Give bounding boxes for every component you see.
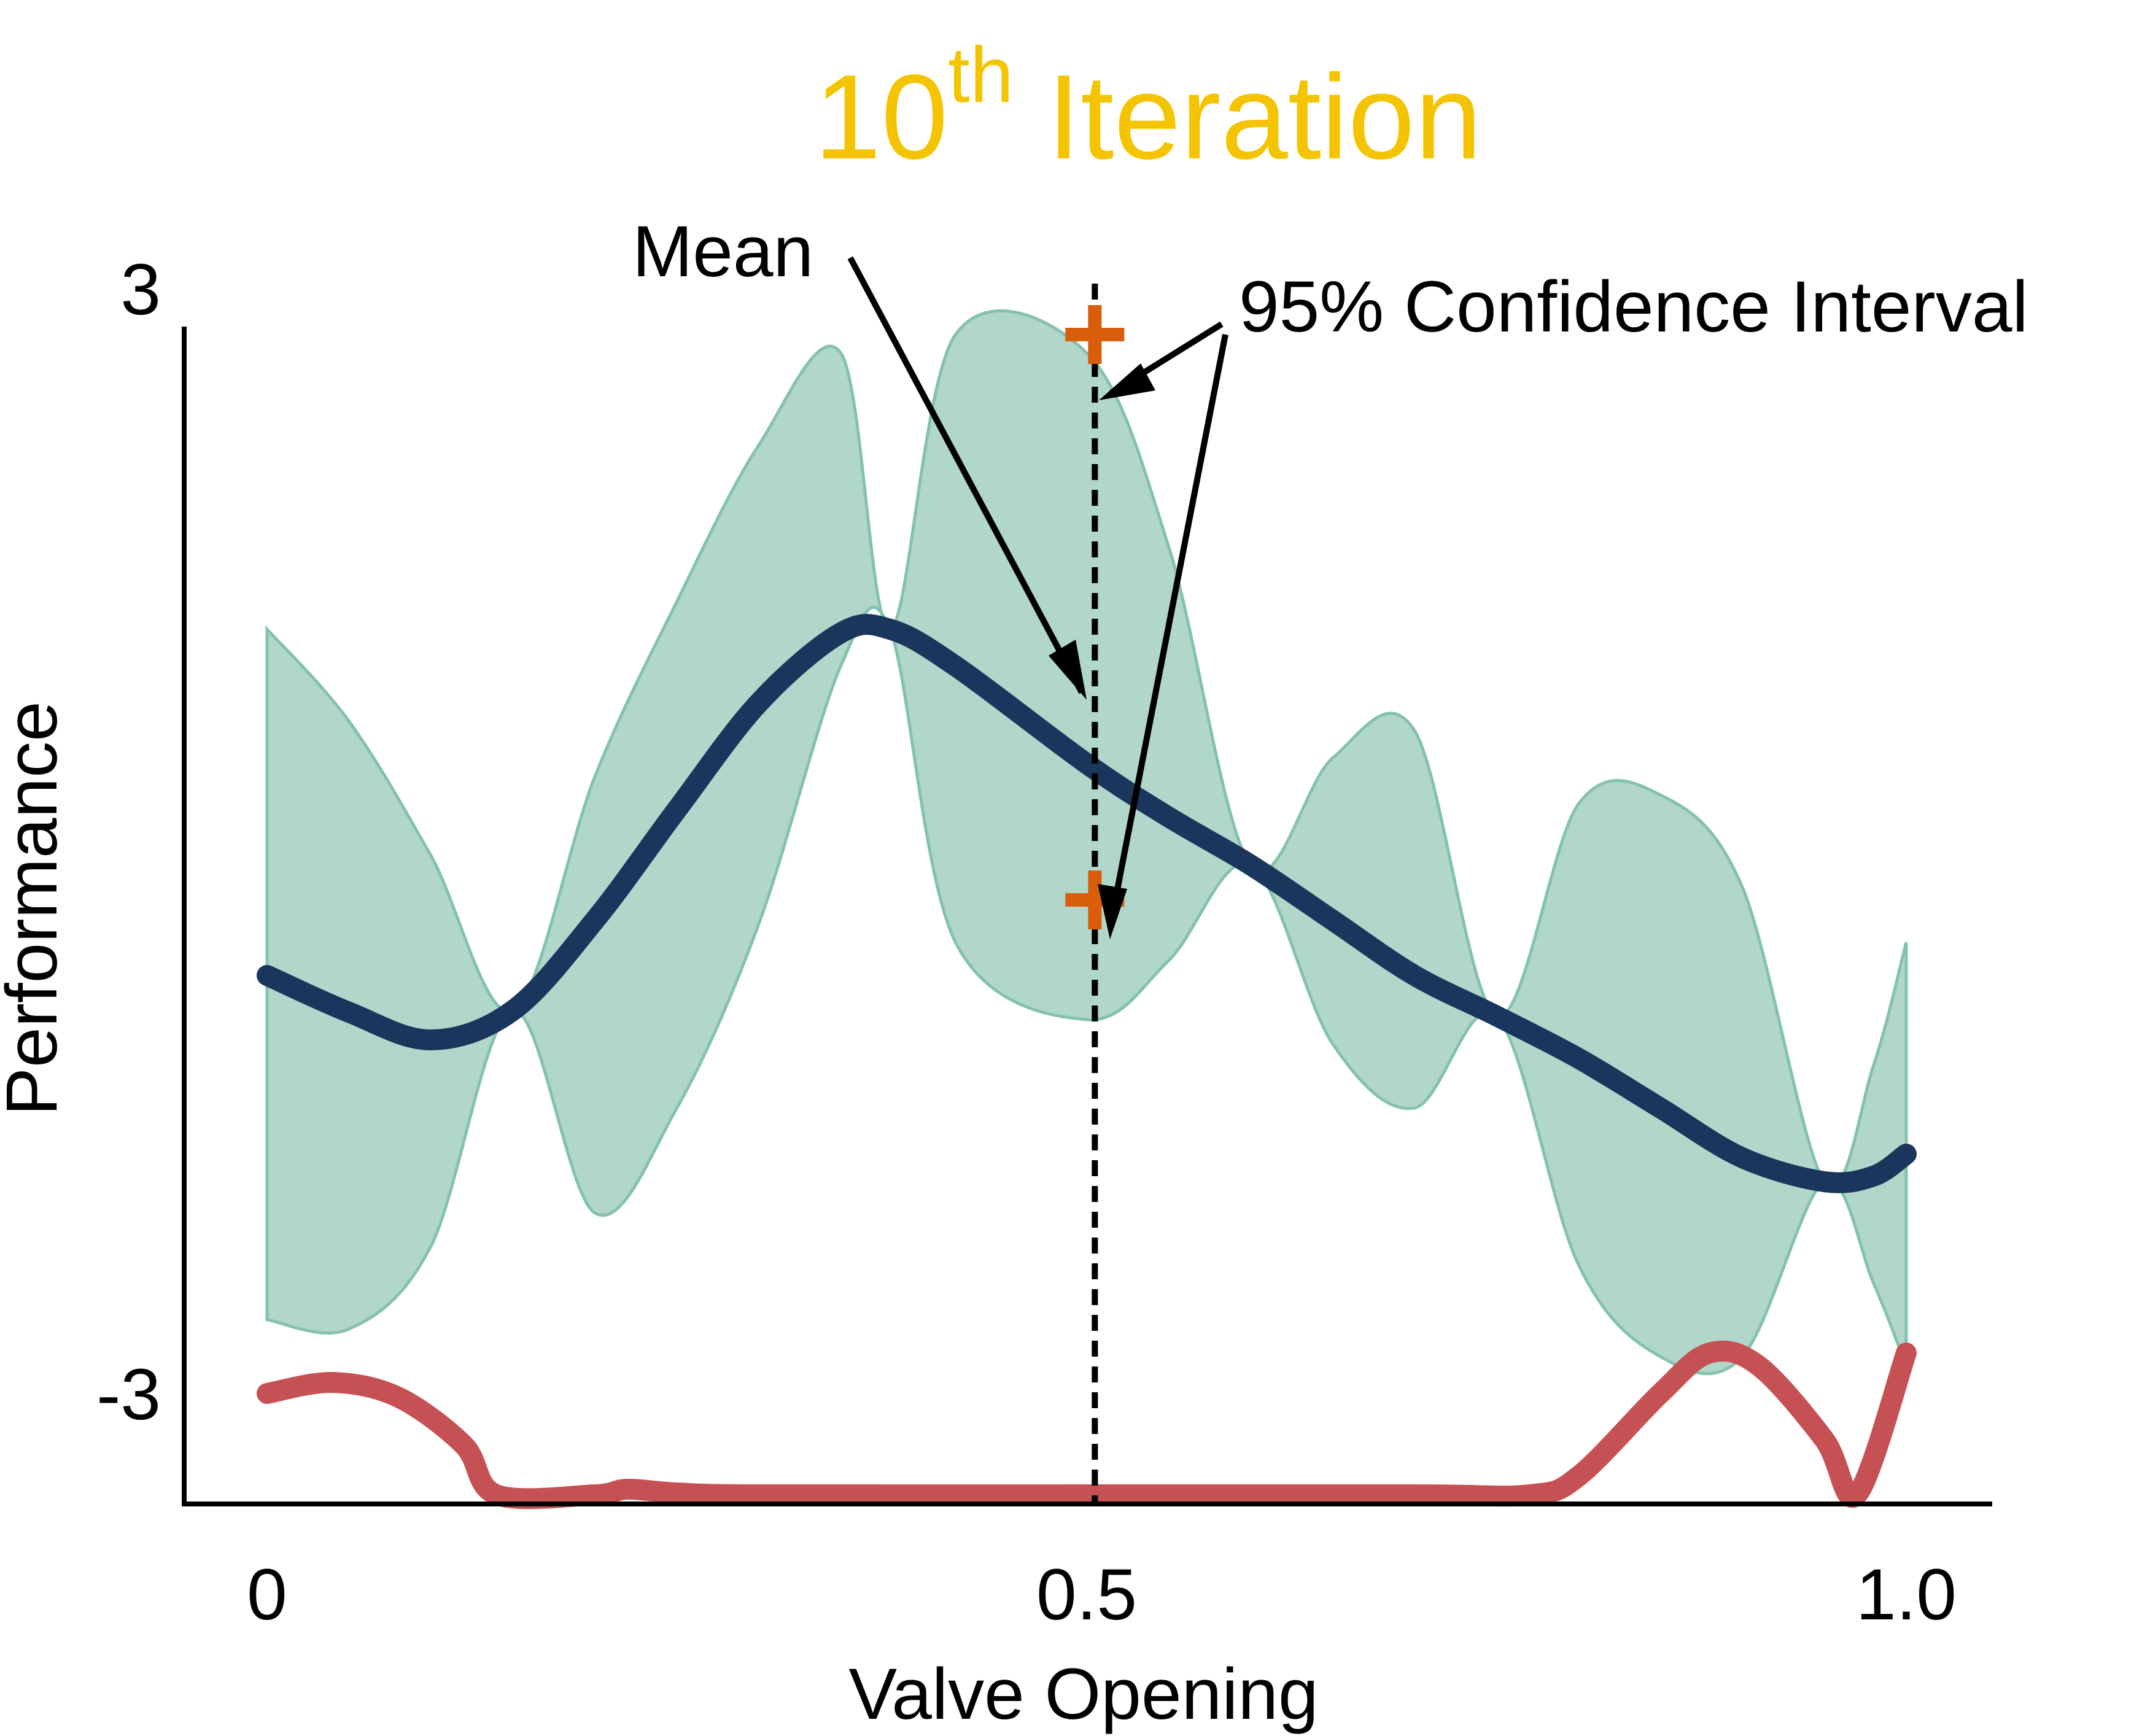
annotation-mean-arrowhead	[1049, 640, 1087, 700]
mean-line	[257, 614, 1917, 1193]
annotation-ci-label: 95% Confidence Interval	[1239, 266, 2028, 347]
acquisition-line	[257, 1340, 1917, 1509]
annotation-ci-arrowhead-lower	[1098, 884, 1127, 939]
x-tick-label-0-5: 0.5	[1036, 1554, 1137, 1635]
chart-title-base: 10	[814, 50, 948, 184]
x-tick-label-0: 0	[247, 1554, 287, 1635]
annotation-mean-label: Mean	[632, 211, 813, 292]
confidence-band	[265, 309, 1908, 1376]
x-axis-title: Valve Opening	[848, 1654, 1318, 1735]
annotation-mean-arrow	[847, 256, 1085, 694]
annotation-ci-arrowhead-upper	[1099, 363, 1155, 400]
sample-marker-0	[1065, 305, 1125, 364]
chart-title: 10th Iteration	[814, 31, 1481, 184]
annotation-ci-arrow-lower	[1109, 334, 1228, 915]
y-tick-label-minus-3: -3	[96, 1354, 161, 1435]
x-tick-label-1-0: 1.0	[1856, 1554, 1957, 1635]
chart-title-superscript: th	[948, 31, 1014, 119]
y-tick-label-3: 3	[120, 249, 161, 330]
y-axis-title: Performance	[0, 701, 72, 1116]
chart-title-rest: Iteration	[1014, 50, 1482, 184]
